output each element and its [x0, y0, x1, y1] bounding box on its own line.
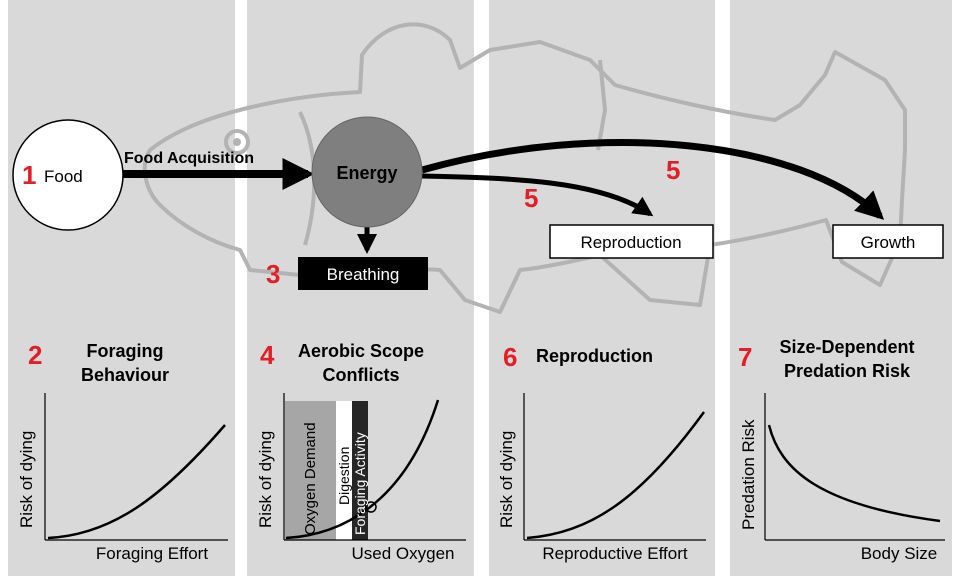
arrow-energy-to-growth [421, 139, 885, 220]
bar-digestion [336, 401, 352, 540]
panel-2-plot [44, 393, 228, 541]
panel-6-title: Reproduction [536, 346, 653, 366]
panel-4-xlabel: Used Oxygen [352, 544, 455, 563]
number-7: 7 [738, 342, 752, 372]
growth-label: Growth [861, 233, 916, 252]
panel-2-title-line2: Behaviour [81, 365, 169, 385]
panel-7-plot [764, 393, 945, 541]
arrow-energy-to-reproduction [421, 173, 654, 217]
number-5-reproduction: 5 [524, 183, 538, 213]
number-5-growth: 5 [666, 155, 680, 185]
panel-7-xlabel: Body Size [861, 544, 938, 563]
panel-4-curve [285, 399, 440, 540]
bar-label-digestion: Digestion [336, 447, 352, 505]
panel-4-plot [283, 393, 466, 541]
number-1: 1 [22, 160, 36, 190]
panel-bg-1 [8, 0, 235, 576]
food-label: Food [44, 167, 83, 186]
energy-node [311, 116, 423, 228]
reproduction-label: Reproduction [580, 233, 681, 252]
panel-6-ylabel: Risk of dying [497, 431, 516, 528]
panel-7-title-line1: Size-Dependent [779, 337, 914, 357]
bar-foraging-activity [352, 401, 368, 540]
panel-6-plot [523, 393, 706, 541]
food-node [12, 119, 124, 231]
panel-4-title-line1: Aerobic Scope [298, 341, 424, 361]
bar-label-foraging-activity: Foraging Activity [352, 432, 368, 535]
panel-4-ylabel: Risk of dying [256, 431, 275, 528]
number-6: 6 [503, 342, 517, 372]
panel-2-title-line1: Foraging [87, 341, 164, 361]
panel-4-title-line2: Conflicts [322, 365, 399, 385]
breathing-node [298, 257, 428, 290]
breathing-label: Breathing [327, 265, 400, 284]
panel-7-curve [767, 424, 941, 523]
food-acquisition-label: Food Acquisition [124, 150, 254, 167]
panel-6-curve [526, 411, 706, 540]
reproduction-node [549, 224, 714, 259]
energy-label: Energy [336, 163, 397, 183]
panel-7-title-line2: Predation Risk [784, 361, 911, 381]
growth-node [832, 224, 944, 259]
number-3: 3 [266, 259, 280, 289]
bar-oxygen-demand [285, 401, 336, 540]
bar-label-oxygen-demand: Oxygen Demand [302, 422, 319, 535]
panel-2-xlabel: Foraging Effort [96, 544, 208, 563]
panel-2-ylabel: Risk of dying [17, 431, 36, 528]
panel-6-xlabel: Reproductive Effort [542, 544, 687, 563]
number-2: 2 [28, 340, 42, 370]
panel-7-ylabel: Predation Risk [739, 419, 758, 530]
fish-eye-icon [233, 138, 241, 146]
number-4: 4 [260, 340, 275, 370]
panel-2-curve [47, 424, 226, 540]
panel-bg-4 [730, 0, 952, 576]
panel-4-intersection-marker [365, 501, 377, 513]
